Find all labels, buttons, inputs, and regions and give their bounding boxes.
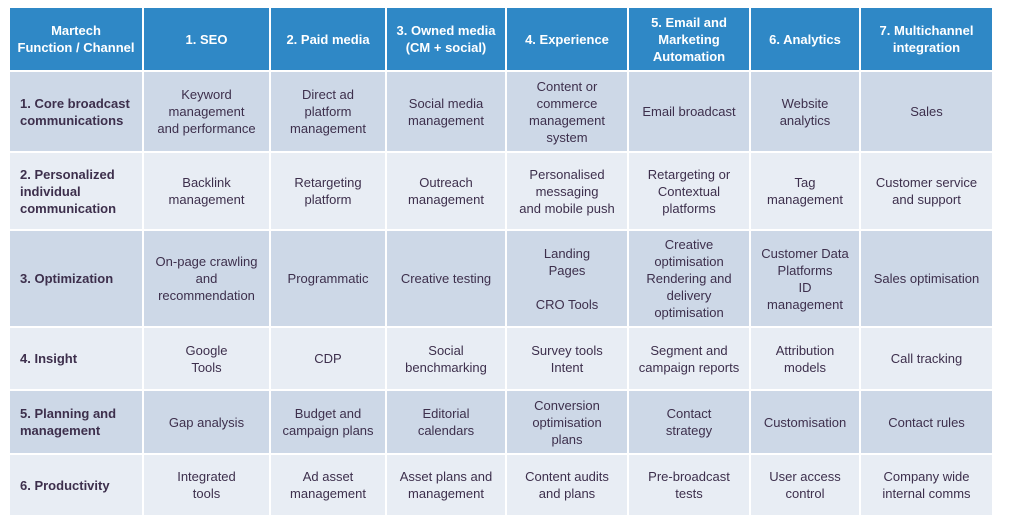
table-cell: Programmatic: [271, 231, 385, 326]
table-row: 3. Optimization On-page crawling and rec…: [10, 231, 992, 326]
table-cell: Budget and campaign plans: [271, 391, 385, 453]
table-cell: Segment and campaign reports: [629, 328, 749, 389]
table-cell: Landing Pages CRO Tools: [507, 231, 627, 326]
table-cell: Contact strategy: [629, 391, 749, 453]
header-analytics: 6. Analytics: [751, 8, 859, 70]
table-cell: Retargeting platform: [271, 153, 385, 229]
table-cell: User access control: [751, 455, 859, 515]
table-cell: Backlink management: [144, 153, 269, 229]
table-cell: Sales optimisation: [861, 231, 992, 326]
table-cell: Social media management: [387, 72, 505, 151]
header-email-automation: 5. Email and Marketing Automation: [629, 8, 749, 70]
table-cell: Pre-broadcast tests: [629, 455, 749, 515]
row-label: 3. Optimization: [10, 231, 142, 326]
table-cell: Ad asset management: [271, 455, 385, 515]
header-multichannel: 7. Multichannel integration: [861, 8, 992, 70]
table-cell: Sales: [861, 72, 992, 151]
table-cell: Survey tools Intent: [507, 328, 627, 389]
table-cell: Attribution models: [751, 328, 859, 389]
table-cell: Google Tools: [144, 328, 269, 389]
header-row: Martech Function / Channel 1. SEO 2. Pai…: [10, 8, 992, 70]
row-label: 5. Planning and management: [10, 391, 142, 453]
table-cell: Tag management: [751, 153, 859, 229]
table-cell: Customisation: [751, 391, 859, 453]
table-cell: Outreach management: [387, 153, 505, 229]
header-seo: 1. SEO: [144, 8, 269, 70]
header-experience: 4. Experience: [507, 8, 627, 70]
table-cell: CDP: [271, 328, 385, 389]
row-label: 1. Core broadcast communications: [10, 72, 142, 151]
row-label: 2. Personalized individual communication: [10, 153, 142, 229]
header-function-channel: Martech Function / Channel: [10, 8, 142, 70]
table-row: 2. Personalized individual communication…: [10, 153, 992, 229]
table-row: 4. Insight Google Tools CDP Social bench…: [10, 328, 992, 389]
martech-matrix-table: Martech Function / Channel 1. SEO 2. Pai…: [8, 6, 994, 517]
table-cell: Integrated tools: [144, 455, 269, 515]
table-cell: Direct ad platform management: [271, 72, 385, 151]
table-cell: Asset plans and management: [387, 455, 505, 515]
table-cell: Social benchmarking: [387, 328, 505, 389]
row-label: 4. Insight: [10, 328, 142, 389]
table-cell: Personalised messaging and mobile push: [507, 153, 627, 229]
table-cell: Content or commerce management system: [507, 72, 627, 151]
row-label: 6. Productivity: [10, 455, 142, 515]
table-row: 1. Core broadcast communications Keyword…: [10, 72, 992, 151]
header-owned-media: 3. Owned media (CM + social): [387, 8, 505, 70]
table-cell: Conversion optimisation plans: [507, 391, 627, 453]
table-cell: Website analytics: [751, 72, 859, 151]
martech-table-container: Martech Function / Channel 1. SEO 2. Pai…: [8, 6, 994, 517]
table-cell: Company wide internal comms: [861, 455, 992, 515]
header-paid-media: 2. Paid media: [271, 8, 385, 70]
table-cell: Customer Data Platforms ID management: [751, 231, 859, 326]
table-cell: Call tracking: [861, 328, 992, 389]
table-row: 5. Planning and management Gap analysis …: [10, 391, 992, 453]
table-cell: Keyword management and performance: [144, 72, 269, 151]
table-cell: Creative optimisation Rendering and deli…: [629, 231, 749, 326]
table-cell: Contact rules: [861, 391, 992, 453]
table-cell: On-page crawling and recommendation: [144, 231, 269, 326]
table-cell: Editorial calendars: [387, 391, 505, 453]
table-cell: Gap analysis: [144, 391, 269, 453]
table-cell: Creative testing: [387, 231, 505, 326]
table-cell: Retargeting or Contextual platforms: [629, 153, 749, 229]
table-cell: Email broadcast: [629, 72, 749, 151]
table-cell: Content audits and plans: [507, 455, 627, 515]
table-cell: Customer service and support: [861, 153, 992, 229]
table-row: 6. Productivity Integrated tools Ad asse…: [10, 455, 992, 515]
